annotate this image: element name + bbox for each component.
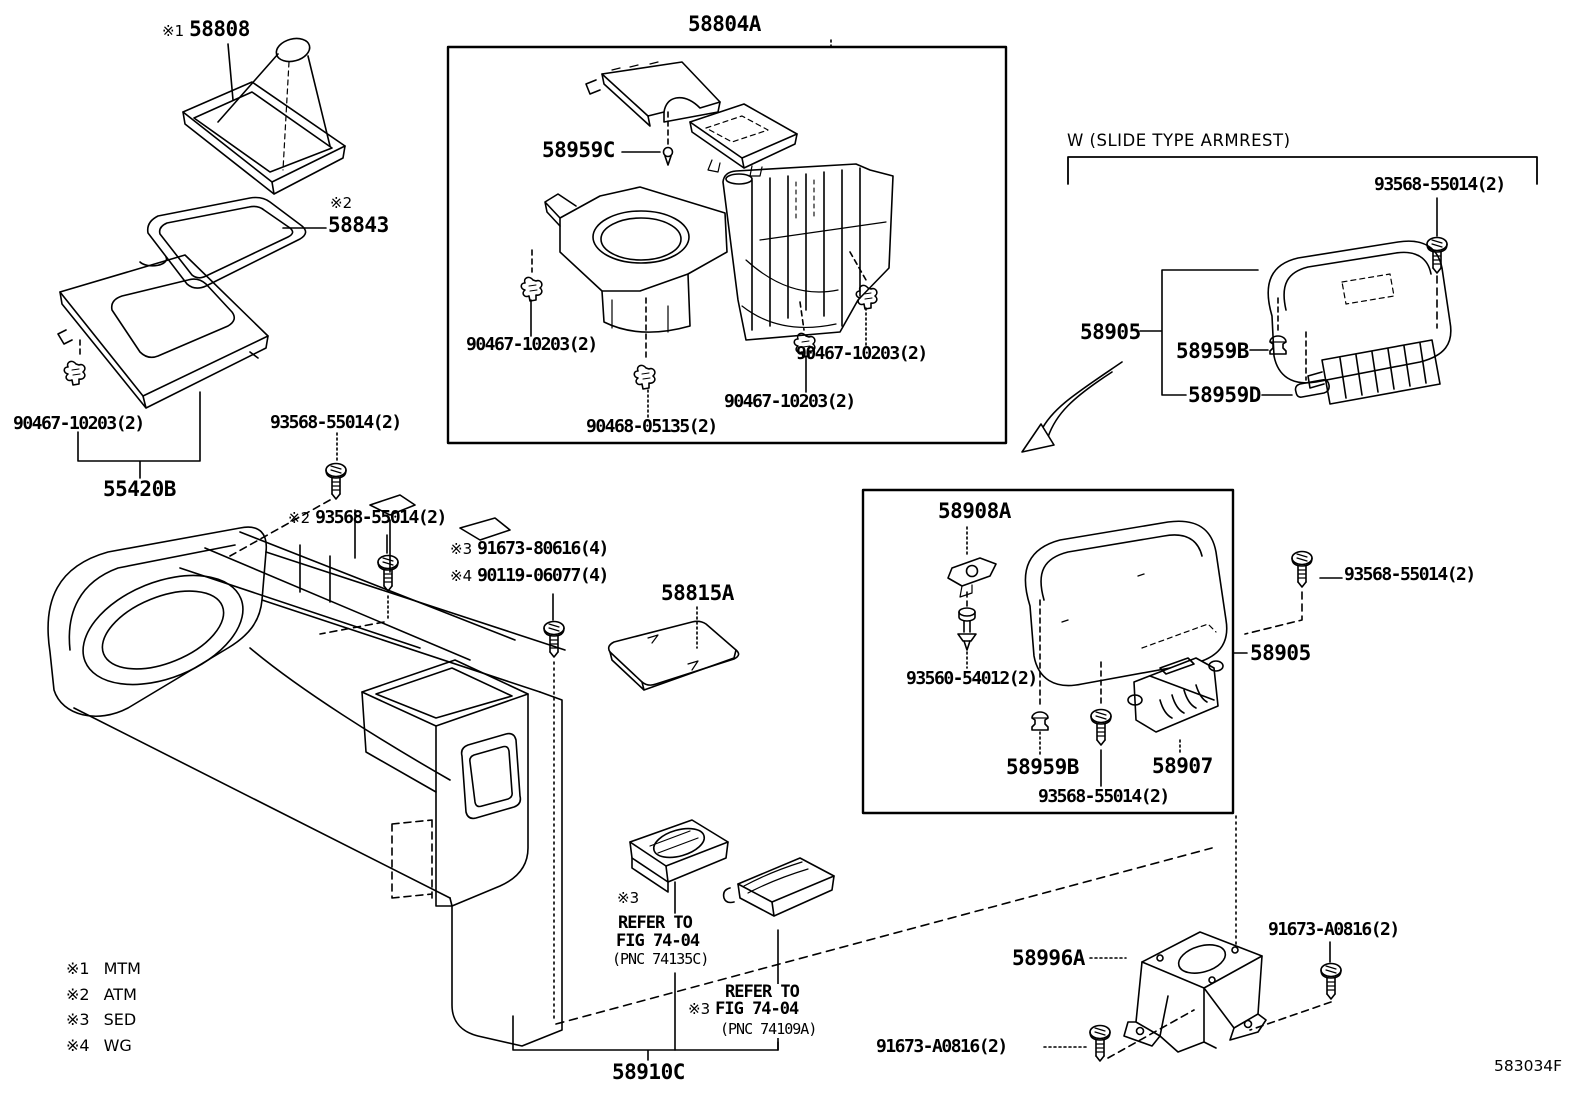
label-ash-refer2: FIG 74-04 [616,931,700,951]
label-lid-refer1: REFER TO [725,982,800,1002]
label-58959c: 58959C [542,138,615,162]
bolt-r-icon [1320,962,1342,1000]
label-box-screw: 93568-55014(2) [1038,786,1170,807]
label-deck-screw: ※2 93568-55014(2) [288,507,447,528]
w-armrest-drawing [1268,241,1451,404]
label-ash-pnc: (PNC 74135C) [612,950,709,968]
label-bolt4: ※4 90119-06077(4) [450,565,609,586]
tray-clip-mid-icon [633,364,656,390]
leader-58808 [228,44,233,100]
box-armrest-lid-drawing [1025,521,1226,685]
ash-lid-drawing [724,858,834,916]
label-bolt-r: 91673-A0816(2) [1268,919,1400,940]
label-93560: 93560-54012(2) [906,668,1038,689]
panel-screw-icon [325,462,347,500]
label-58996a: 58996A [1012,946,1085,970]
label-bolt3: ※3 91673-80616(4) [450,538,609,559]
box-screw-icon [1090,708,1112,746]
label-clip-mid: 90467-10203(2) [724,391,856,412]
label-58815a: 58815A [661,581,734,605]
tray-assembly-drawing [545,62,893,340]
label-panel-clip: 90467-10203(2) [13,413,145,434]
bracket-58910c [513,1016,778,1060]
bracket-58905-w [1140,270,1258,395]
console-body-drawing [48,495,565,1046]
label-box-58905: 58905 [1250,641,1311,665]
dash-panel-screw [230,500,330,556]
label-ash-refer1: REFER TO [618,913,693,933]
label-w-58905: 58905 [1080,320,1141,344]
bracket-55420b [78,392,200,478]
lock-mechanism-drawing [1128,624,1223,732]
w-section-header: W (SLIDE TYPE ARMREST) [1067,131,1291,150]
w-pad-icon [1296,380,1330,397]
box-grommet-icon [1031,711,1049,731]
w-section-bracket [1068,157,1537,184]
hinge-pin-icon [958,608,976,650]
label-clip-bottom: 90468-05135(2) [586,416,718,437]
label-lid-pnc: (PNC 74109A) [720,1020,817,1038]
drawing-code: 583034F [1494,1057,1563,1075]
arrow-to-detail [1022,362,1122,452]
label-lid-refer2: ※3 FIG 74-04 [688,999,799,1019]
bolt4-icon [543,620,565,658]
ash-receptacle-drawing [630,820,728,892]
label-58804a: 58804A [688,12,761,36]
label-clip-right: 90467-10203(2) [796,343,928,364]
bezel-drawing [148,198,306,289]
label-panel-screw: 93568-55014(2) [270,412,402,433]
label-outer-screw: 93568-55014(2) [1344,564,1476,585]
label-w-screw: 93568-55014(2) [1374,174,1506,195]
label-58843: 58843 [328,213,389,237]
label-55420b: 55420B [103,477,176,501]
tray-assy-detail-box [448,47,1006,443]
label-ash-sym: ※3 [617,889,640,907]
ref-sym-1: ※1 [162,22,185,40]
outer-screw-icon [1291,550,1313,588]
label-58808: ※1 58808 [162,17,250,41]
label-box-58959b: 58959B [1006,755,1079,779]
label-w-58959d: 58959D [1188,383,1261,407]
panel-clip-icon [63,360,86,386]
mat-drawing [609,621,739,690]
deck-screw-icon [377,554,399,592]
label-clip-left: 90467-10203(2) [466,334,598,355]
tray-pin-icon [664,148,673,166]
armrest-detail-box [863,490,1233,813]
label-58843-sym: ※2 [330,194,353,212]
bolt-l-icon [1089,1024,1111,1062]
hinge-bracket-icon [948,558,996,597]
shift-boot-drawing [183,35,345,194]
label-58908a: 58908A [938,499,1011,523]
console-dash-rect [392,820,432,898]
label-w-58959b: 58959B [1176,339,1249,363]
tray-clip-right-icon [855,284,878,310]
label-58907: 58907 [1152,754,1213,778]
label-bolt-l: 91673-A0816(2) [876,1036,1008,1057]
finish-panel-drawing [58,255,268,408]
tray-clip-left-icon [520,276,543,302]
label-58910c: 58910C [612,1060,685,1084]
mount-bracket-drawing [1124,932,1266,1052]
dash-long [556,848,1212,1024]
